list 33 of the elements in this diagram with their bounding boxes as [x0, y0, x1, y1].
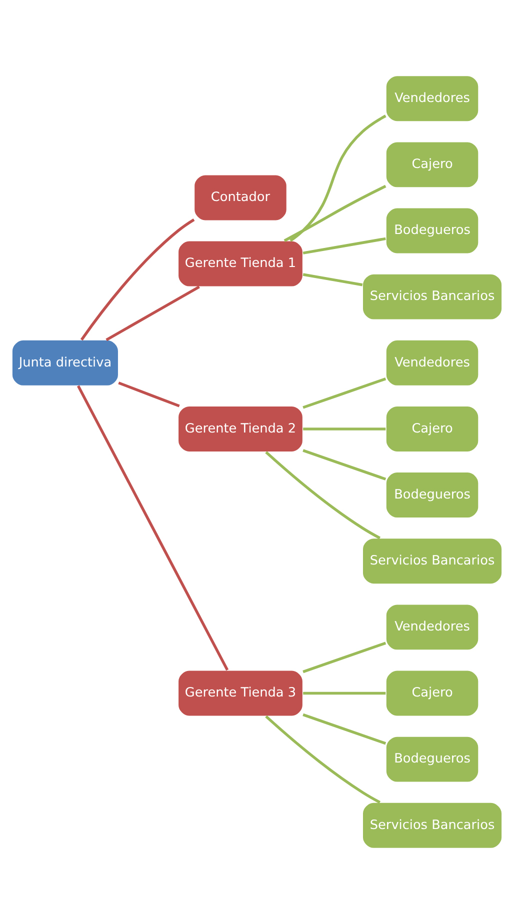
connector [118, 382, 180, 408]
node-box: Cajero [385, 141, 480, 188]
connector [302, 273, 363, 286]
connector [76, 385, 229, 671]
connector [284, 184, 386, 242]
connector [303, 428, 386, 430]
connector [80, 218, 195, 341]
connector [265, 451, 381, 540]
node-box: Cajero [385, 670, 480, 717]
connector [303, 692, 386, 695]
connector [302, 642, 386, 674]
node-box: Vendedores [385, 340, 480, 386]
node-box: Bodegueros [385, 207, 480, 254]
node-box: Junta directiva [12, 340, 119, 386]
node-box: Contador [194, 174, 288, 222]
connector [302, 449, 386, 480]
node-box: Vendedores [385, 604, 480, 651]
connector [302, 378, 386, 409]
connector [290, 114, 386, 242]
node-box: Bodegueros [385, 736, 480, 783]
node-box: Servicios Bancarios [362, 802, 502, 849]
connector [302, 713, 386, 745]
node-box: Servicios Bancarios [362, 538, 502, 584]
connector [106, 286, 200, 342]
node-box: Servicios Bancarios [362, 273, 502, 320]
connector [265, 715, 381, 804]
node-box: Cajero [385, 406, 480, 452]
node-box: Vendedores [385, 75, 480, 122]
node-box: Gerente Tienda 2 [178, 406, 304, 452]
node-box: Gerente Tienda 3 [178, 670, 304, 717]
node-box: Bodegueros [385, 472, 480, 518]
connector [302, 237, 386, 254]
node-box: Gerente Tienda 1 [178, 240, 304, 288]
